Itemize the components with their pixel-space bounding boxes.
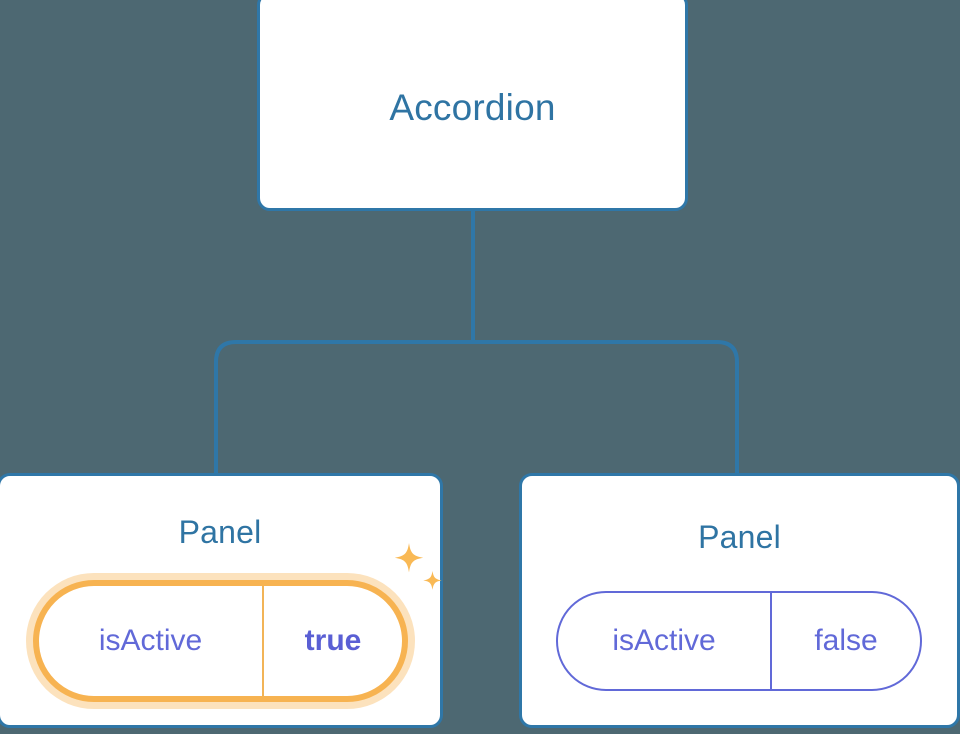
prop-pill-isactive-true[interactable]: isActive true xyxy=(33,580,408,702)
prop-pill-left-wrapper: isActive true xyxy=(33,580,408,702)
node-accordion-title: Accordion xyxy=(389,87,556,128)
prop-key-label: isActive xyxy=(558,593,772,689)
prop-pill-isactive-false[interactable]: isActive false xyxy=(556,591,922,691)
prop-value-label: false xyxy=(814,624,878,657)
node-panel-right-title: Panel xyxy=(698,519,781,555)
node-accordion[interactable]: Accordion xyxy=(257,0,688,211)
prop-key-label: isActive xyxy=(39,586,264,696)
node-panel-left-title: Panel xyxy=(178,514,262,550)
prop-value-label: true xyxy=(304,624,362,657)
prop-pill-right-wrapper: isActive false xyxy=(556,591,922,691)
connector-branch-bus xyxy=(214,340,739,476)
